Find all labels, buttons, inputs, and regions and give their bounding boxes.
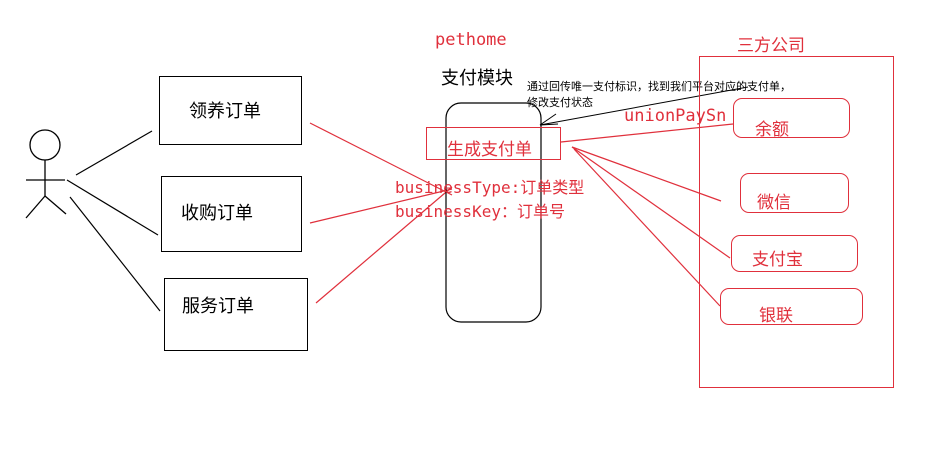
wechat-method-box: 微信 <box>740 173 849 213</box>
create-payment-order-label: 生成支付单 <box>447 140 532 160</box>
stick-figure-user-icon <box>25 129 67 219</box>
alipay-method-box: 支付宝 <box>731 235 858 272</box>
purchase-order-box: 收购订单 <box>161 176 302 252</box>
callback-note-line2: 修改支付状态 <box>527 96 593 109</box>
balance-method-box: 余额 <box>733 98 850 140</box>
unionpay-method-box: 银联 <box>720 288 863 326</box>
third-party-title: 三方公司 <box>737 36 805 56</box>
adopt-order-to-payment-line <box>309 122 453 196</box>
callback-arrow-line <box>539 86 749 126</box>
unionpay-method-label: 银联 <box>759 306 793 326</box>
actor-to-adopt-order-line <box>75 130 153 176</box>
service-order-box: 服务订单 <box>164 278 308 351</box>
actor-to-purchase-order-line <box>66 179 159 236</box>
balance-method-label: 余额 <box>755 120 789 140</box>
business-type-label: businessType:订单类型 <box>395 178 585 197</box>
service-order-to-payment-line <box>315 186 453 304</box>
alipay-method-label: 支付宝 <box>752 250 803 270</box>
adopt-order-label: 领养订单 <box>189 101 261 122</box>
adopt-order-box: 领养订单 <box>159 76 302 145</box>
payment-to-wechat-line <box>571 146 722 202</box>
wechat-method-label: 微信 <box>757 193 791 213</box>
create-payment-order-box: 生成支付单 <box>426 127 561 160</box>
payment-module-title: 支付模块 <box>441 68 513 89</box>
third-party-container <box>699 56 894 388</box>
callback-note-line1: 通过回传唯一支付标识，找到我们平台对应的支付单， <box>527 80 791 93</box>
payment-to-alipay-line <box>571 146 731 259</box>
actor-to-service-order-line <box>69 196 161 312</box>
payment-to-balance-line <box>560 123 734 143</box>
callback-arrow-head-upper <box>539 113 557 126</box>
union-pay-sn-label: unionPaySn <box>624 106 727 126</box>
business-key-label: businessKey：订单号 <box>395 202 565 221</box>
service-order-label: 服务订单 <box>182 296 254 317</box>
system-name: pethome <box>435 30 507 50</box>
purchase-order-to-payment-line <box>309 188 453 224</box>
payment-to-unionpay-line <box>573 148 721 307</box>
purchase-order-label: 收购订单 <box>181 203 253 224</box>
payment-module-container <box>445 102 542 323</box>
callback-arrow-head-lower <box>539 123 559 126</box>
